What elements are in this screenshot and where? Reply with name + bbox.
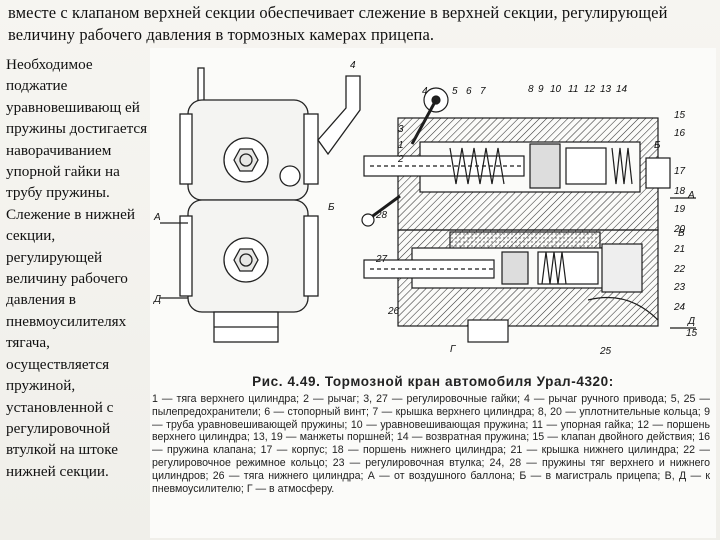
- callout-25: 25: [599, 346, 612, 357]
- port-label-g: Г: [450, 344, 457, 355]
- svg-text:4: 4: [350, 60, 356, 71]
- callout-28: 28: [375, 210, 388, 221]
- slide-body-text: Необходимое поджатие уравновешивающ ей п…: [6, 56, 148, 480]
- callout-26: 26: [387, 306, 400, 317]
- callout-15b: 15: [686, 328, 698, 339]
- callout-8: 8: [528, 84, 534, 95]
- callout-7: 7: [480, 86, 486, 97]
- callout-14: 14: [616, 84, 628, 95]
- callout-11: 11: [568, 84, 578, 95]
- callout-22: 22: [673, 264, 686, 275]
- callout-20: 20: [673, 224, 686, 235]
- figure-caption: Рис. 4.49. Тормозной кран автомобиля Ура…: [150, 374, 716, 495]
- port-label-b: Б: [654, 140, 661, 151]
- callout-numbers: 4 5 6 7 8 9 10 11 12 13 14 15 16 17 18 1…: [375, 84, 698, 357]
- callout-13: 13: [600, 84, 612, 95]
- callout-24: 24: [673, 302, 686, 313]
- callout-2: 2: [397, 154, 404, 165]
- port-label-v: В: [678, 228, 685, 239]
- callout-6: 6: [466, 86, 472, 97]
- valve-exterior-view: [160, 67, 361, 343]
- port-label-a: А: [687, 190, 695, 201]
- brake-valve-figure: 4 Б А Д: [150, 48, 716, 538]
- callout-4: 4: [422, 86, 428, 97]
- figure-caption-title: Рис. 4.49. Тормозной кран автомобиля Ура…: [252, 374, 614, 389]
- callout-12: 12: [584, 84, 596, 95]
- callout-19: 19: [674, 204, 686, 215]
- callout-10: 10: [550, 84, 562, 95]
- callout-1: 1: [398, 140, 404, 151]
- port-label-d: Д: [687, 316, 695, 327]
- callout-21: 21: [673, 244, 685, 255]
- callout-17: 17: [674, 166, 686, 177]
- callout-23: 23: [673, 282, 686, 293]
- callout-15: 15: [674, 110, 686, 121]
- valve-section-view: [361, 87, 696, 343]
- callout-27: 27: [375, 254, 388, 265]
- callout-3: 3: [398, 124, 404, 135]
- callout-18: 18: [674, 186, 686, 197]
- svg-text:Д: Д: [153, 294, 161, 305]
- slide-header-text: вместе с клапаном верхней секции обеспеч…: [8, 3, 668, 44]
- callout-5: 5: [452, 86, 458, 97]
- figure-caption-legend: 1 — тяга верхнего цилиндра; 2 — рычаг; 3…: [152, 393, 710, 495]
- brake-valve-drawing: 4 Б А Д: [153, 60, 698, 357]
- callout-9: 9: [538, 84, 544, 95]
- callout-16: 16: [674, 128, 686, 139]
- svg-text:Б: Б: [328, 202, 335, 213]
- svg-text:А: А: [153, 212, 161, 223]
